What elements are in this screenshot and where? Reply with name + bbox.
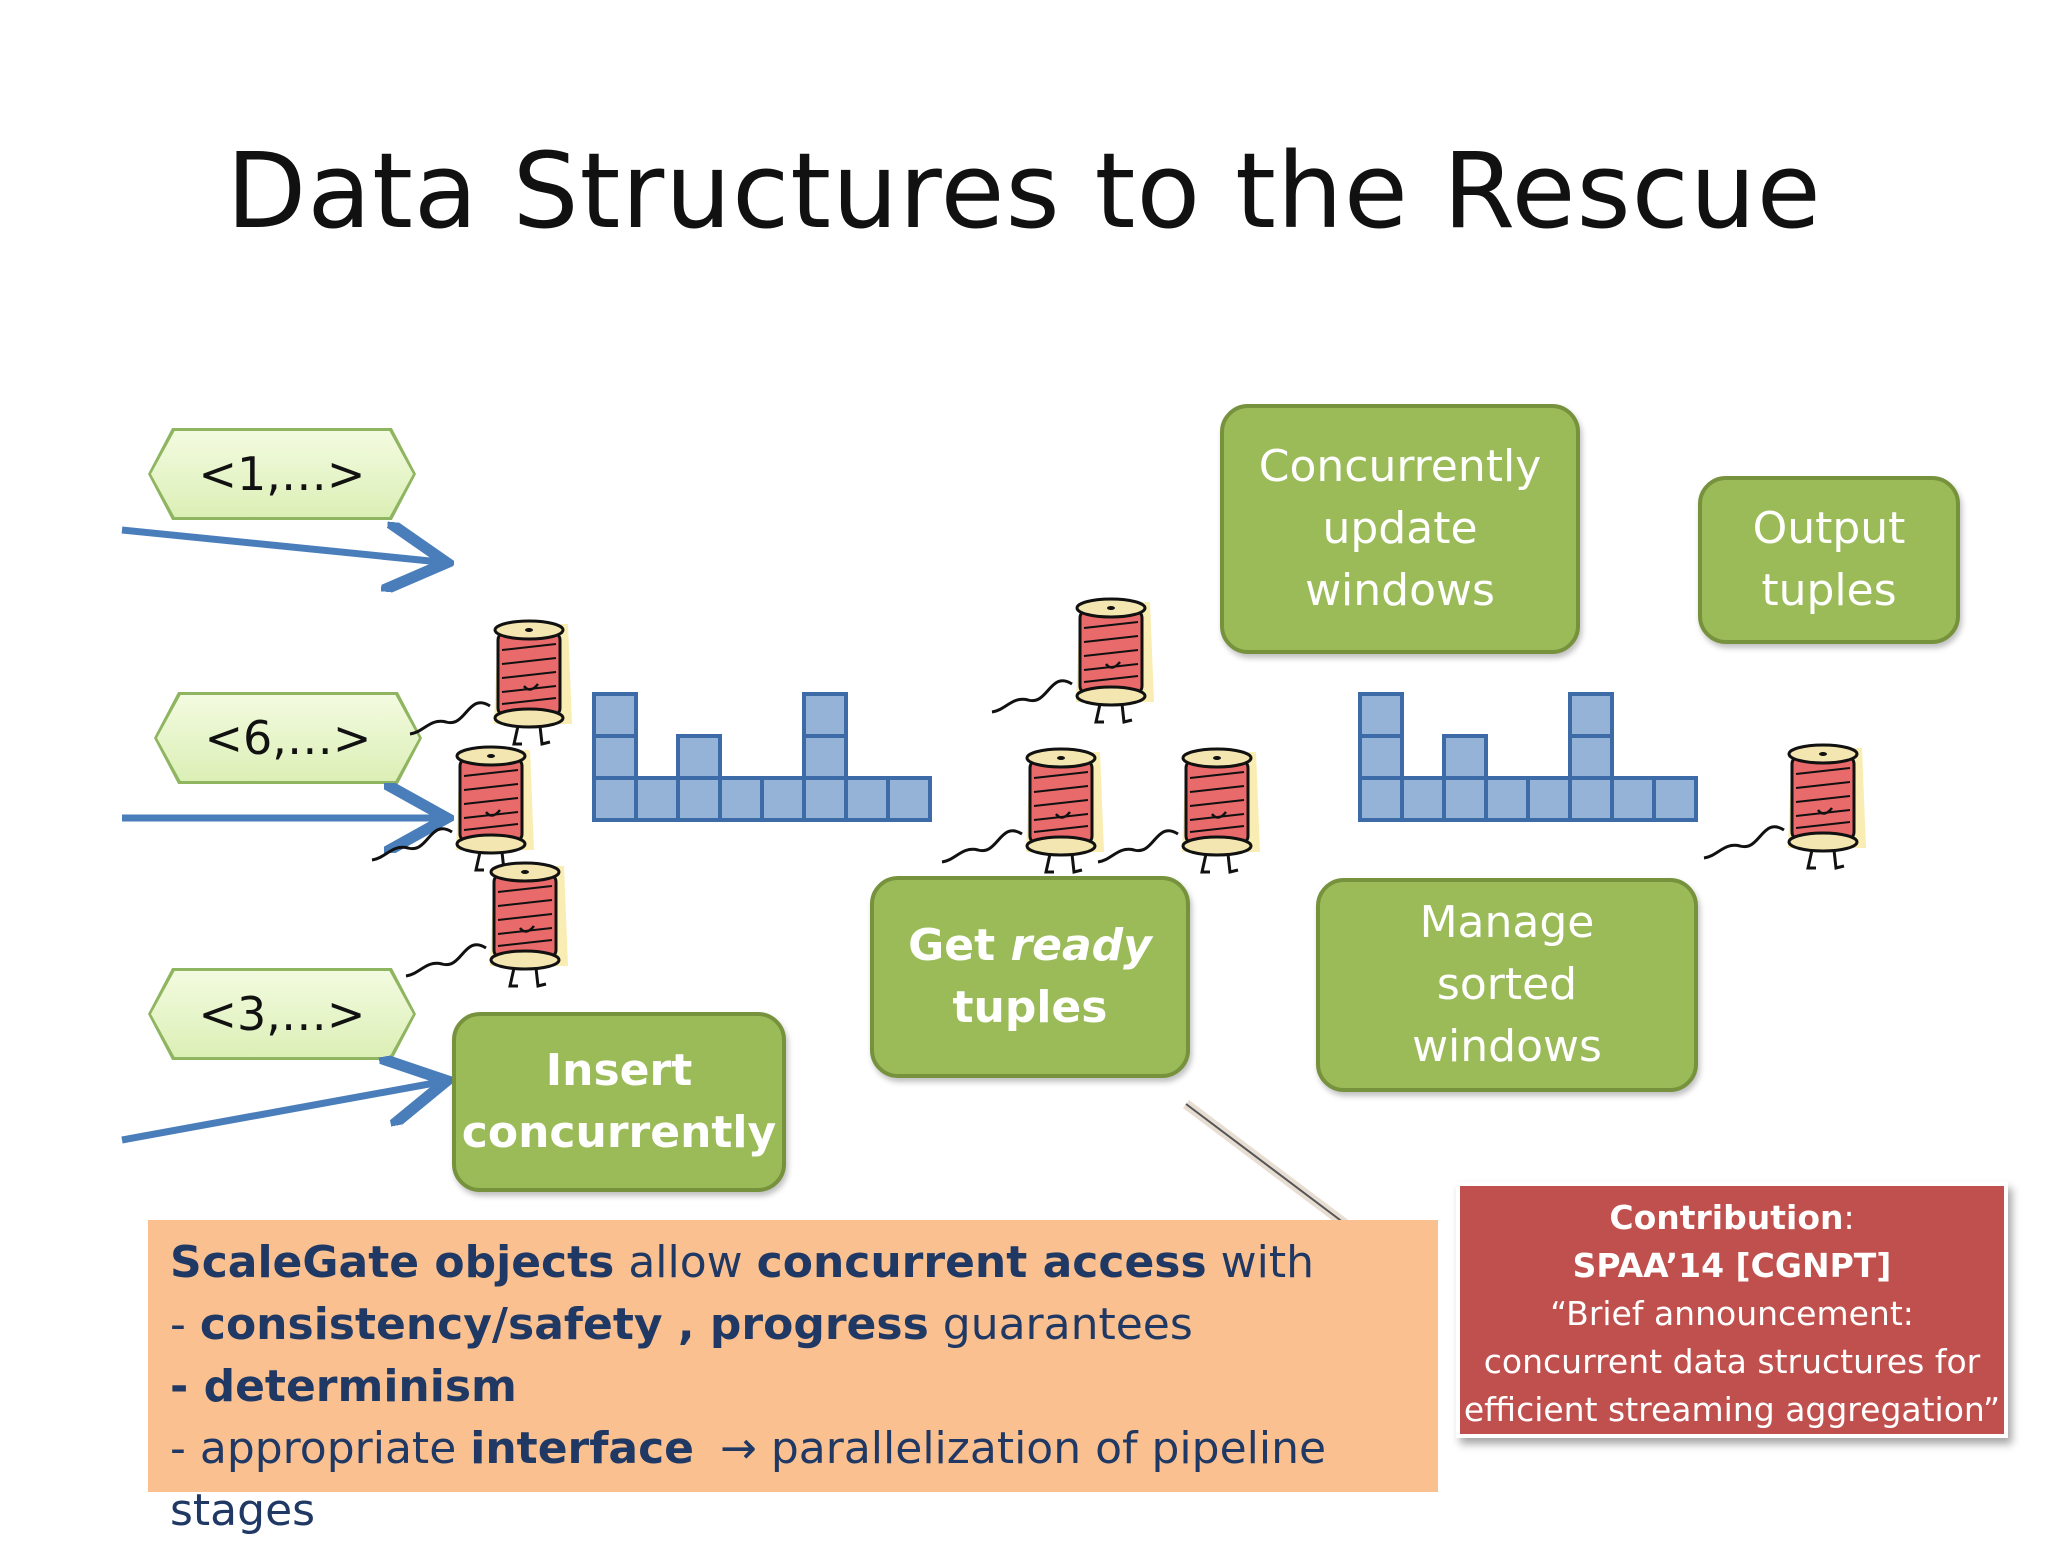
get-ready-line-2: tuples [952,982,1108,1033]
summary-term-determinism: - determinism [170,1361,517,1412]
thread-spool-icon [1702,743,1868,870]
get-ready-emphasis: ready [1010,920,1152,971]
insert-line-2: concurrently [461,1107,777,1158]
insert-line-1: Insert [545,1045,693,1096]
tuple-label-1-text: <1,…> [151,431,413,517]
input-arrow-1 [121,530,440,562]
thread-spool-icon [990,597,1156,724]
tuple-label-6: <6,…> [154,692,422,784]
update-line-1: Concurrently [1258,441,1542,492]
output-tuples-box: Output tuples [1698,476,1960,644]
thread-spool-icon [370,745,536,872]
manage-sorted-windows-box: Manage sorted windows [1316,878,1698,1092]
contribution-quote-2: concurrent data structures for [1483,1342,1981,1381]
tuple-label-3: <3,…> [148,968,416,1060]
contribution-quote-3: efficient streaming aggregation” [1463,1390,2001,1429]
summary-line-4: - appropriate interface → parallelization… [170,1418,1416,1542]
tuple-label-6-text: <6,…> [157,695,419,781]
right-arrow-icon: → [720,1423,757,1474]
summary-text: guarantees [928,1299,1193,1350]
contribution-heading: Contribution: [1460,1194,2004,1242]
concurrently-update-windows-box: Concurrently update windows [1220,404,1580,654]
slide-title: Data Structures to the Rescue [226,130,1822,252]
summary-box: ScaleGate objects allow concurrent acces… [148,1220,1438,1536]
summary-text: - appropriate [170,1423,471,1474]
tuple-label-1: <1,…> [148,428,416,520]
thread-spool-icon [1096,747,1262,874]
summary-term-concurrent-access: concurrent access [756,1237,1207,1288]
summary-text: with [1206,1237,1315,1288]
contribution-label: Contribution [1609,1198,1844,1237]
manage-line-3: windows [1412,1021,1602,1072]
contribution-box: Contribution: SPAA’14 [CGNPT] “Brief ann… [1456,1182,2008,1438]
right-data-structure [1358,692,1698,822]
manage-line-1: Manage [1419,897,1595,948]
tuple-label-3-text: <3,…> [151,971,413,1057]
contribution-quote-1: “Brief announcement: [1550,1294,1914,1333]
input-arrow-3 [121,1082,440,1144]
summary-term-scalegate: ScaleGate objects [170,1237,615,1288]
summary-line-2: - consistency/safety , progress guarante… [170,1294,1416,1356]
callout-pointer [1182,1100,1410,1237]
thread-spool-icon [404,861,570,988]
output-line-1: Output [1752,503,1906,554]
update-line-2: update [1322,503,1478,554]
thread-spool-icon [408,619,574,746]
get-ready-tuples-box: Get ready tuples [870,876,1190,1078]
output-line-2: tuples [1761,565,1897,616]
summary-term-interface: interface [470,1423,694,1474]
callout-pointer-edge [1185,1103,1357,1233]
thread-spool-icon [940,747,1106,874]
summary-text: - [170,1299,200,1350]
summary-line-1: ScaleGate objects allow concurrent acces… [170,1232,1416,1294]
summary-text: allow [614,1237,757,1288]
get-ready-prefix: Get [908,920,1011,971]
update-line-3: windows [1305,565,1495,616]
contribution-colon: : [1843,1198,1855,1237]
summary-line-3: - determinism [170,1356,1416,1418]
summary-text: parallelization of pipeline stages [170,1423,1327,1536]
left-data-structure [592,692,932,822]
manage-line-2: sorted [1436,959,1578,1010]
summary-term-guarantees: consistency/safety , progress [199,1299,929,1350]
contribution-venue: SPAA’14 [CGNPT] [1572,1246,1892,1285]
insert-concurrently-box: Insert concurrently [452,1012,786,1192]
